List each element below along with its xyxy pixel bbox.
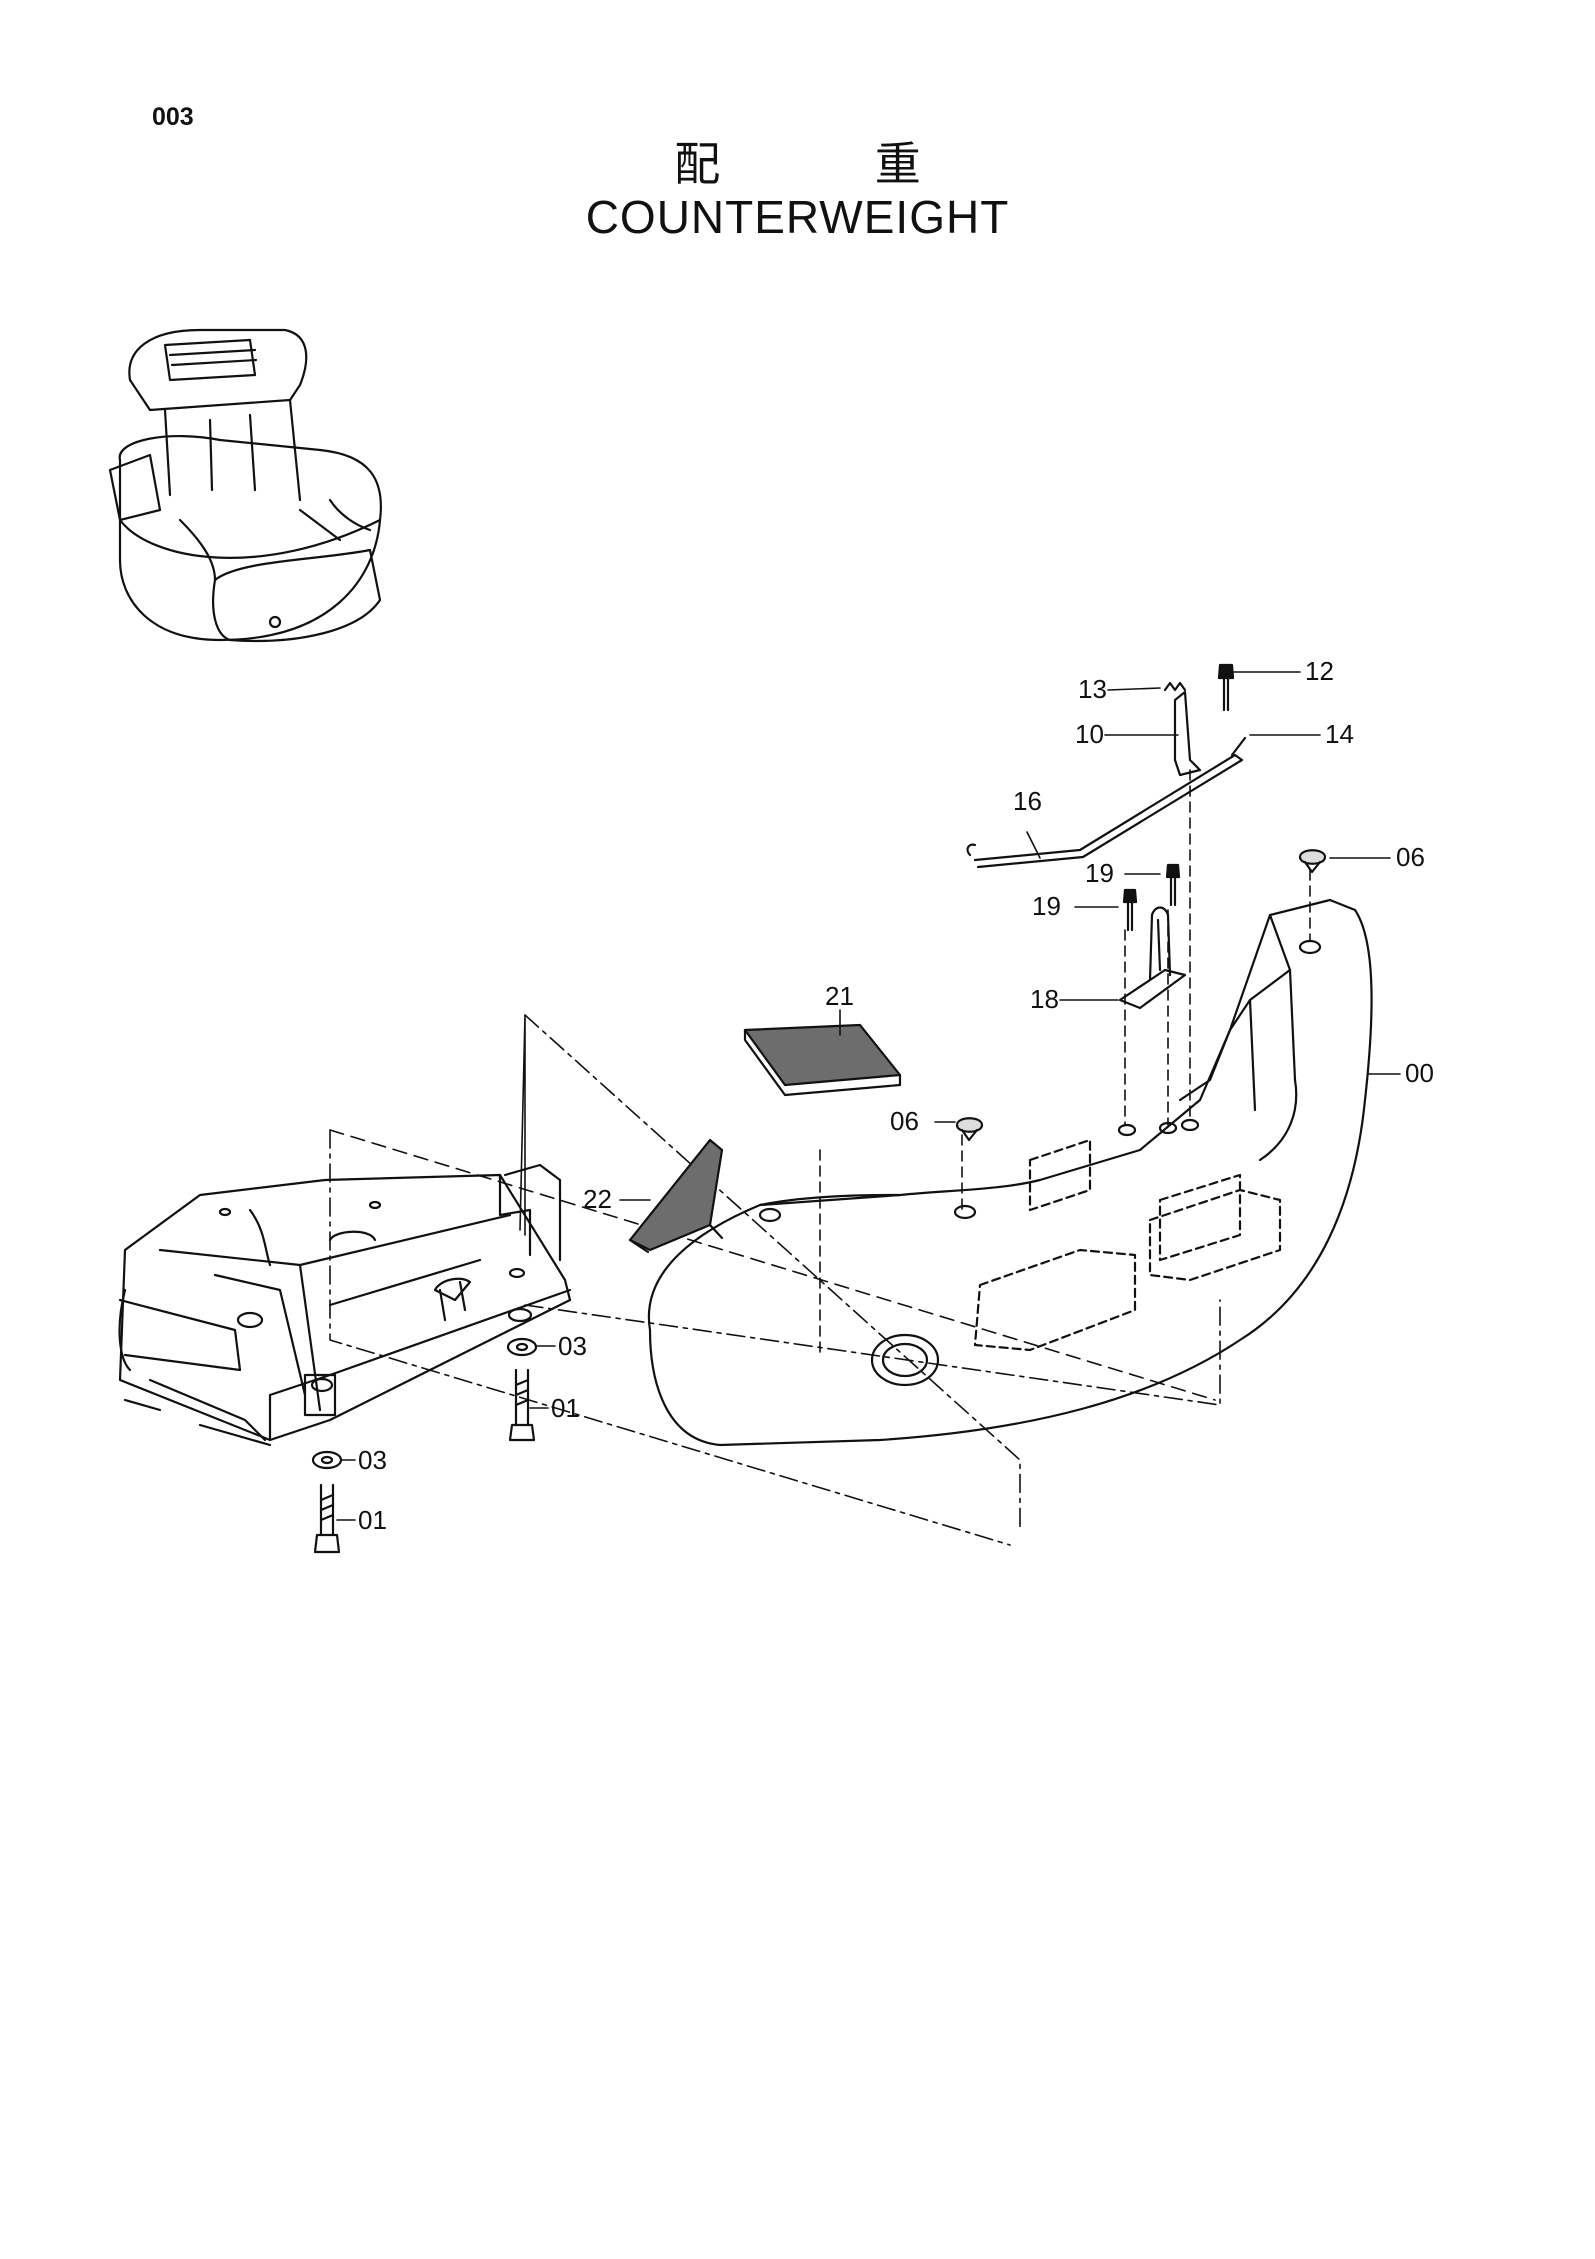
callout-00: 00 xyxy=(1405,1058,1434,1088)
bolts-19 xyxy=(1122,863,1181,932)
pin-14 xyxy=(1230,736,1247,757)
alignment-lines xyxy=(329,769,1311,1546)
title-english: COUNTERWEIGHT xyxy=(585,191,1010,243)
bolts-01 xyxy=(313,1368,536,1554)
callout-10: 10 xyxy=(1075,719,1104,749)
pad-21 xyxy=(743,1023,902,1097)
bolt-12 xyxy=(1217,663,1235,712)
callout-19-lower: 19 xyxy=(1032,891,1061,921)
upper-frame xyxy=(118,1163,572,1447)
callout-16: 16 xyxy=(1013,786,1042,816)
callout-12: 12 xyxy=(1305,656,1334,686)
page-number: 003 xyxy=(152,103,194,131)
callout-06-right: 06 xyxy=(1396,842,1425,872)
leader-lines xyxy=(336,671,1401,1521)
callout-21: 21 xyxy=(825,981,854,1011)
callout-19-upper: 19 xyxy=(1085,858,1114,888)
spring-13 xyxy=(1163,681,1187,692)
callout-14: 14 xyxy=(1325,719,1354,749)
pad-22 xyxy=(628,1138,724,1254)
bracket-10 xyxy=(1173,690,1202,777)
callout-labels: 13 12 10 14 16 06 19 19 18 00 21 06 22 0… xyxy=(358,656,1434,1535)
callout-22: 22 xyxy=(583,1184,612,1214)
excavator-thumbnail xyxy=(108,328,382,643)
counterweight-body xyxy=(647,898,1373,1447)
bracket-18 xyxy=(1118,906,1187,1010)
callout-03-lower: 03 xyxy=(358,1445,387,1475)
callout-13: 13 xyxy=(1078,674,1107,704)
callout-18: 18 xyxy=(1030,984,1059,1014)
callout-03-upper: 03 xyxy=(558,1331,587,1361)
title-chinese: 配 重 xyxy=(674,137,991,191)
plugs-06 xyxy=(955,849,1327,1142)
callout-01-upper: 01 xyxy=(551,1393,580,1423)
callout-06-left: 06 xyxy=(890,1106,919,1136)
washers-03 xyxy=(311,1337,538,1470)
callout-01-lower: 01 xyxy=(358,1505,387,1535)
rod-16 xyxy=(966,753,1244,869)
